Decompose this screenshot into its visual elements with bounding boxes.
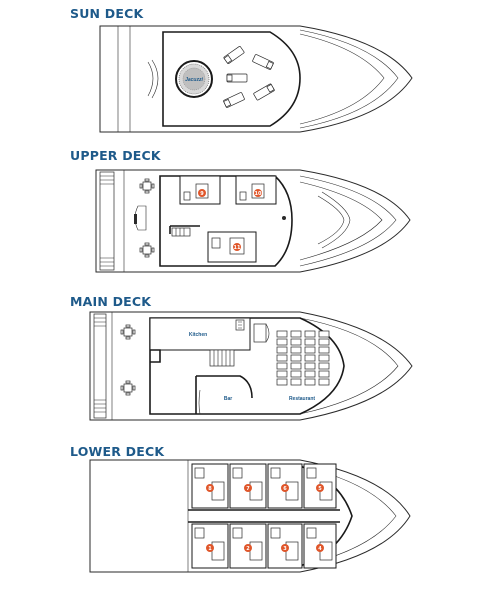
restaurant-table: [276, 370, 288, 378]
restaurant-table: [290, 354, 302, 362]
upper-cabin-9: 9: [179, 175, 221, 205]
cabin-marker: [316, 544, 324, 552]
lower-cabin: 1: [191, 523, 229, 569]
restaurant-table: [276, 338, 288, 346]
cabin-marker: [244, 484, 252, 492]
restaurant-table: [290, 330, 302, 338]
upper-deck: UPPER DECK 9: [0, 140, 487, 290]
cabin-marker: [316, 484, 324, 492]
lower-deck-plan: 8 7 6 5 1 2 3 4: [89, 459, 411, 573]
sun-deck-hull: [99, 25, 413, 133]
main-deck-plan: Kitchen Bar Restaurant: [89, 311, 413, 421]
cabin-number: 1: [208, 546, 212, 552]
restaurant-label: Restaurant: [289, 396, 315, 402]
restaurant-table: [304, 370, 316, 378]
restaurant-table: [304, 346, 316, 354]
upper-stern-stairs: [99, 171, 115, 271]
cabin-number: 2: [246, 546, 250, 552]
restaurant-table: [318, 346, 330, 354]
upper-deck-plan: 9 10 11: [95, 169, 411, 273]
lower-cabin: 4: [303, 523, 337, 569]
lower-deck-title: LOWER DECK: [70, 444, 165, 459]
cabin-number: 5: [318, 486, 322, 492]
restaurant-table: [276, 378, 288, 386]
main-aft-tables: [120, 324, 136, 396]
cabin-number: 9: [200, 191, 204, 197]
cabin-number: 4: [318, 546, 322, 552]
restaurant-table: [276, 330, 288, 338]
cabin-marker: [206, 544, 214, 552]
lower-cabin: 8: [191, 463, 229, 509]
sun-loungers: [223, 46, 275, 108]
restaurant-table: [318, 354, 330, 362]
sun-deck-title: SUN DECK: [70, 6, 144, 21]
cabin-marker: [206, 484, 214, 492]
restaurant-table: [304, 354, 316, 362]
cabin-number: 6: [283, 486, 287, 492]
kitchen-label: Kitchen: [189, 332, 207, 338]
restaurant-table: [304, 338, 316, 346]
upper-cabin-10: 10: [235, 175, 277, 205]
cabin-number: 8: [208, 486, 212, 492]
restaurant-table: [290, 362, 302, 370]
jacuzzi: Jacuzzi: [175, 60, 213, 98]
kitchen: Kitchen: [149, 317, 251, 351]
restaurant-table: [318, 338, 330, 346]
cabin-number: 10: [255, 191, 262, 197]
cabin-number: 3: [283, 546, 287, 552]
lower-cabin: 6: [267, 463, 303, 509]
lower-cabin: 5: [303, 463, 337, 509]
sun-deck-plan: Jacuzzi: [99, 25, 413, 133]
restaurant-table: [318, 370, 330, 378]
main-deck-hull: [89, 311, 413, 421]
restaurant-table: [304, 362, 316, 370]
upper-deck-title: UPPER DECK: [70, 148, 161, 163]
restaurant-table: [304, 378, 316, 386]
restaurant-table: [276, 354, 288, 362]
restaurant-table: [290, 378, 302, 386]
main-deck: MAIN DECK Kitchen B: [0, 290, 487, 440]
sun-deck-area: [162, 31, 301, 127]
lower-cabins: 8 7 6 5 1 2 3 4: [191, 463, 337, 569]
cabin-marker: [281, 544, 289, 552]
main-stairs: [209, 349, 235, 367]
restaurant-table: [290, 370, 302, 378]
bar-label: Bar: [224, 396, 232, 402]
restaurant-table: [290, 338, 302, 346]
restaurant-table: [318, 362, 330, 370]
upper-deck-hull: [95, 169, 411, 273]
restaurant-table: [304, 330, 316, 338]
restaurant-table: [318, 330, 330, 338]
restaurant-table: [276, 346, 288, 354]
cabin-number: 11: [234, 245, 241, 251]
cabin-marker: [281, 484, 289, 492]
restaurant-table: [290, 346, 302, 354]
sun-deck: SUN DECK Jacuzzi: [0, 0, 487, 140]
main-deck-title: MAIN DECK: [70, 294, 152, 309]
jacuzzi-label: Jacuzzi: [185, 77, 203, 83]
main-stern-ladders: [93, 313, 107, 419]
lower-cabin: 7: [229, 463, 267, 509]
lower-cabin: 3: [267, 523, 303, 569]
restaurant-table: [276, 362, 288, 370]
restaurant-tables: [276, 330, 330, 386]
cabin-marker: [244, 544, 252, 552]
upper-cabin-11: 11: [207, 231, 257, 263]
upper-aft-tables: [139, 178, 155, 258]
cabin-number: 7: [246, 486, 250, 492]
lower-cabin: 2: [229, 523, 267, 569]
restaurant-table: [318, 378, 330, 386]
lower-deck: LOWER DECK 8 7 6 5 1 2 3 4: [0, 440, 487, 600]
